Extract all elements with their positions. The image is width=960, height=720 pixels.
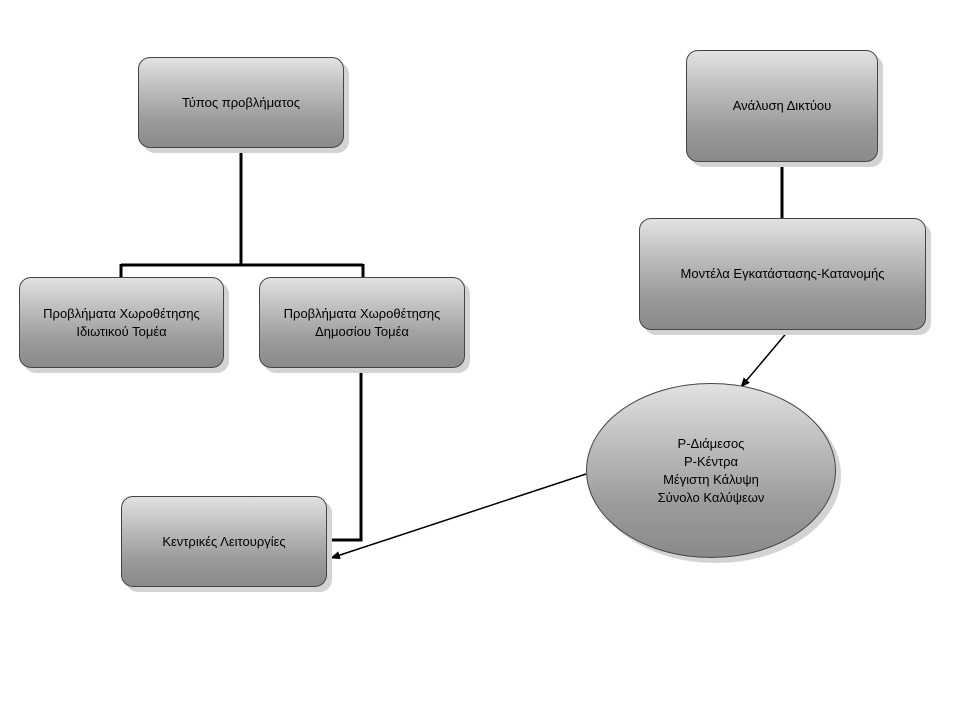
node-label-line: Ιδιωτικού Τομέα bbox=[76, 323, 167, 339]
node-central-functions-label: Κεντρικές Λειτουργίες bbox=[162, 533, 285, 551]
node-label-line: Τύπος προβλήματος bbox=[181, 94, 301, 110]
node-label-line: Προβλήματα Χωροθέτησης bbox=[283, 305, 441, 321]
node-label-line: Δημοσίου Τομέα bbox=[315, 323, 409, 339]
node-models-list-label: P-Διάμεσος P-Κέντρα Μέγιστη Κάλυψη Σύνολ… bbox=[658, 435, 765, 507]
arrow-list-to-central bbox=[330, 473, 587, 559]
node-public-sector-label: Προβλήματα Χωροθέτησης Δημοσίου Τομέα bbox=[284, 305, 441, 341]
node-location-allocation-models-label: Μοντέλα Εγκατάστασης-Κατανομής bbox=[681, 265, 885, 283]
node-problem-type-label: Τύπος προβλήματος bbox=[182, 94, 300, 112]
node-problem-type: Τύπος προβλήματος bbox=[138, 57, 344, 148]
arrow-models-to-list bbox=[740, 329, 790, 388]
node-label-line: Προβλήματα Χωροθέτησης bbox=[43, 305, 200, 321]
node-label-line: Μέγιστη Κάλυψη bbox=[663, 471, 759, 487]
node-private-sector-label: Προβλήματα Χωροθέτησης Ιδιωτικού Τομέα bbox=[43, 305, 200, 341]
node-label-line: Σύνολο Καλύψεων bbox=[657, 489, 765, 505]
node-label-line: P-Διάμεσος bbox=[677, 435, 745, 451]
node-network-analysis-label: Ανάλυση Δικτύου bbox=[733, 97, 832, 115]
node-label-line: P-Κέντρα bbox=[683, 453, 738, 469]
node-central-functions: Κεντρικές Λειτουργίες bbox=[121, 496, 327, 587]
node-private-sector: Προβλήματα Χωροθέτησης Ιδιωτικού Τομέα bbox=[19, 277, 224, 368]
node-network-analysis: Ανάλυση Δικτύου bbox=[686, 50, 878, 162]
node-label-line: Κεντρικές Λειτουργίες bbox=[162, 533, 286, 549]
node-label-line: Ανάλυση Δικτύου bbox=[732, 98, 832, 113]
node-label-line: Μοντέλα Εγκατάστασης-Κατανομής bbox=[680, 266, 885, 281]
node-models-list: P-Διάμεσος P-Κέντρα Μέγιστη Κάλυψη Σύνολ… bbox=[586, 383, 836, 558]
node-location-allocation-models: Μοντέλα Εγκατάστασης-Κατανομής bbox=[639, 218, 926, 330]
node-public-sector: Προβλήματα Χωροθέτησης Δημοσίου Τομέα bbox=[259, 277, 465, 368]
connector-public-to-central bbox=[327, 368, 363, 542]
